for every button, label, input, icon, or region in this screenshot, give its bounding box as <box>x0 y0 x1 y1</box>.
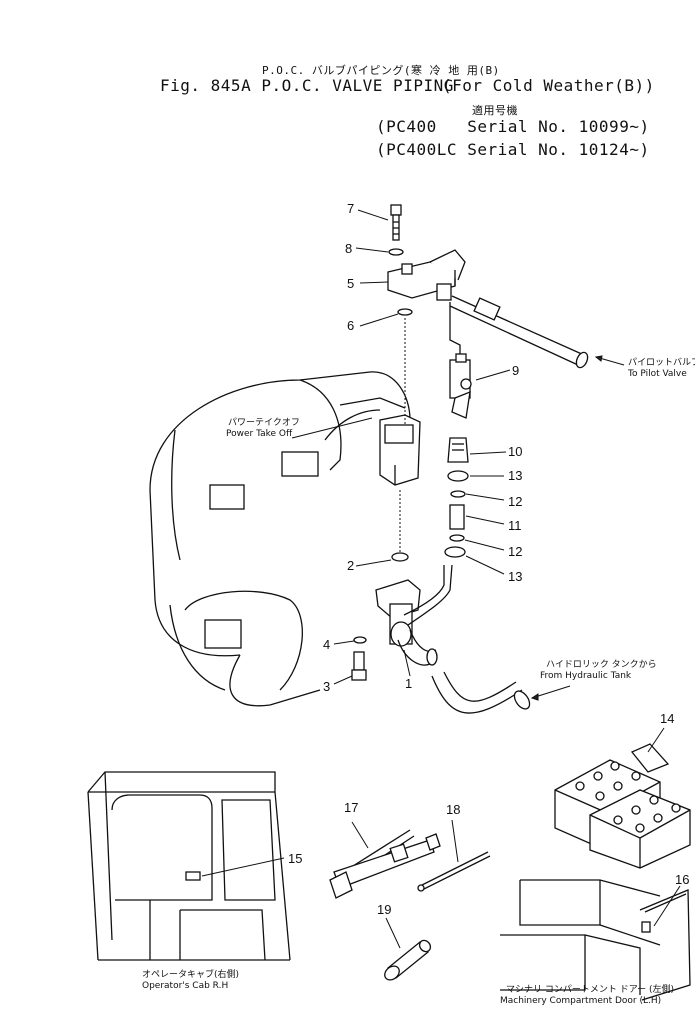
part-number-1: 1 <box>405 676 413 691</box>
figure-title: Fig. 845A P.O.C. VALVE PIPING <box>160 76 454 95</box>
caption-machinery-door-jp: マシナリ コンパートメント ドアー (左側) <box>506 985 675 995</box>
caption-power-take-off: Power Take Off <box>226 429 293 439</box>
part-number-12-lower: 12 <box>508 544 523 559</box>
part-number-15: 15 <box>288 851 303 866</box>
applicable-models-label: 適用号機 <box>472 104 518 117</box>
figure-subtitle: (For Cold Weather(B)) <box>442 76 655 95</box>
part-number-4: 4 <box>323 637 331 652</box>
part-number-8: 8 <box>345 241 353 256</box>
part-number-11: 11 <box>508 518 522 533</box>
part-number-16: 16 <box>675 872 690 887</box>
serial-pc400lc: (PC400LC Serial No. 10124~) <box>376 140 650 159</box>
part-number-9: 9 <box>512 363 520 378</box>
part-number-18: 18 <box>446 802 461 817</box>
caption-to-pilot-valve: To Pilot Valve <box>628 369 687 379</box>
caption-to-pilot-valve-jp: パイロットバルブへ <box>628 358 695 368</box>
part-number-2: 2 <box>347 558 355 573</box>
part-number-13-upper: 13 <box>508 468 523 483</box>
caption-machinery-door: Machinery Compartment Door (L.H) <box>500 996 662 1006</box>
part-number-12-upper: 12 <box>508 494 523 509</box>
caption-from-hydraulic-tank-jp: ハイドロリック タンクから <box>546 660 657 670</box>
power-take-off-housing <box>149 371 421 707</box>
tool-17 <box>329 829 441 899</box>
part-number-19: 19 <box>377 902 392 917</box>
part-number-10: 10 <box>508 444 523 459</box>
rod-18 <box>417 851 491 892</box>
title-japanese: P.O.C. バルブパイピング(寒 冷 地 用(B) <box>262 64 500 77</box>
caption-operators-cab-jp: オペレータキャブ(右側) <box>142 970 240 980</box>
part-number-13-lower: 13 <box>508 569 523 584</box>
part-number-5: 5 <box>347 276 355 291</box>
part-number-14: 14 <box>660 711 675 726</box>
pin-19 <box>384 939 432 981</box>
fitting-10 <box>447 437 469 463</box>
elbow-pipe-1 <box>375 564 453 666</box>
operators-cab <box>87 771 291 961</box>
caption-operators-cab: Operator's Cab R.H <box>142 981 229 991</box>
ball-valve-9 <box>449 353 472 419</box>
battery-14 <box>554 743 691 869</box>
serial-pc400: (PC400 Serial No. 10099~) <box>376 117 650 136</box>
bolt-7 <box>390 204 402 241</box>
poc-valve-5 <box>387 249 466 301</box>
part-number-7: 7 <box>347 201 355 216</box>
pilot-hose <box>449 295 589 369</box>
caption-from-hydraulic-tank: From Hydraulic Tank <box>540 671 632 681</box>
part-number-6: 6 <box>347 318 355 333</box>
caption-power-take-off-jp: パワーテイクオフ <box>228 418 300 428</box>
bolt-3 <box>351 651 367 681</box>
part-number-17: 17 <box>344 800 359 815</box>
machinery-compartment-door <box>500 879 691 1001</box>
part-number-3: 3 <box>323 679 331 694</box>
hydraulic-tank-hose <box>431 671 531 714</box>
